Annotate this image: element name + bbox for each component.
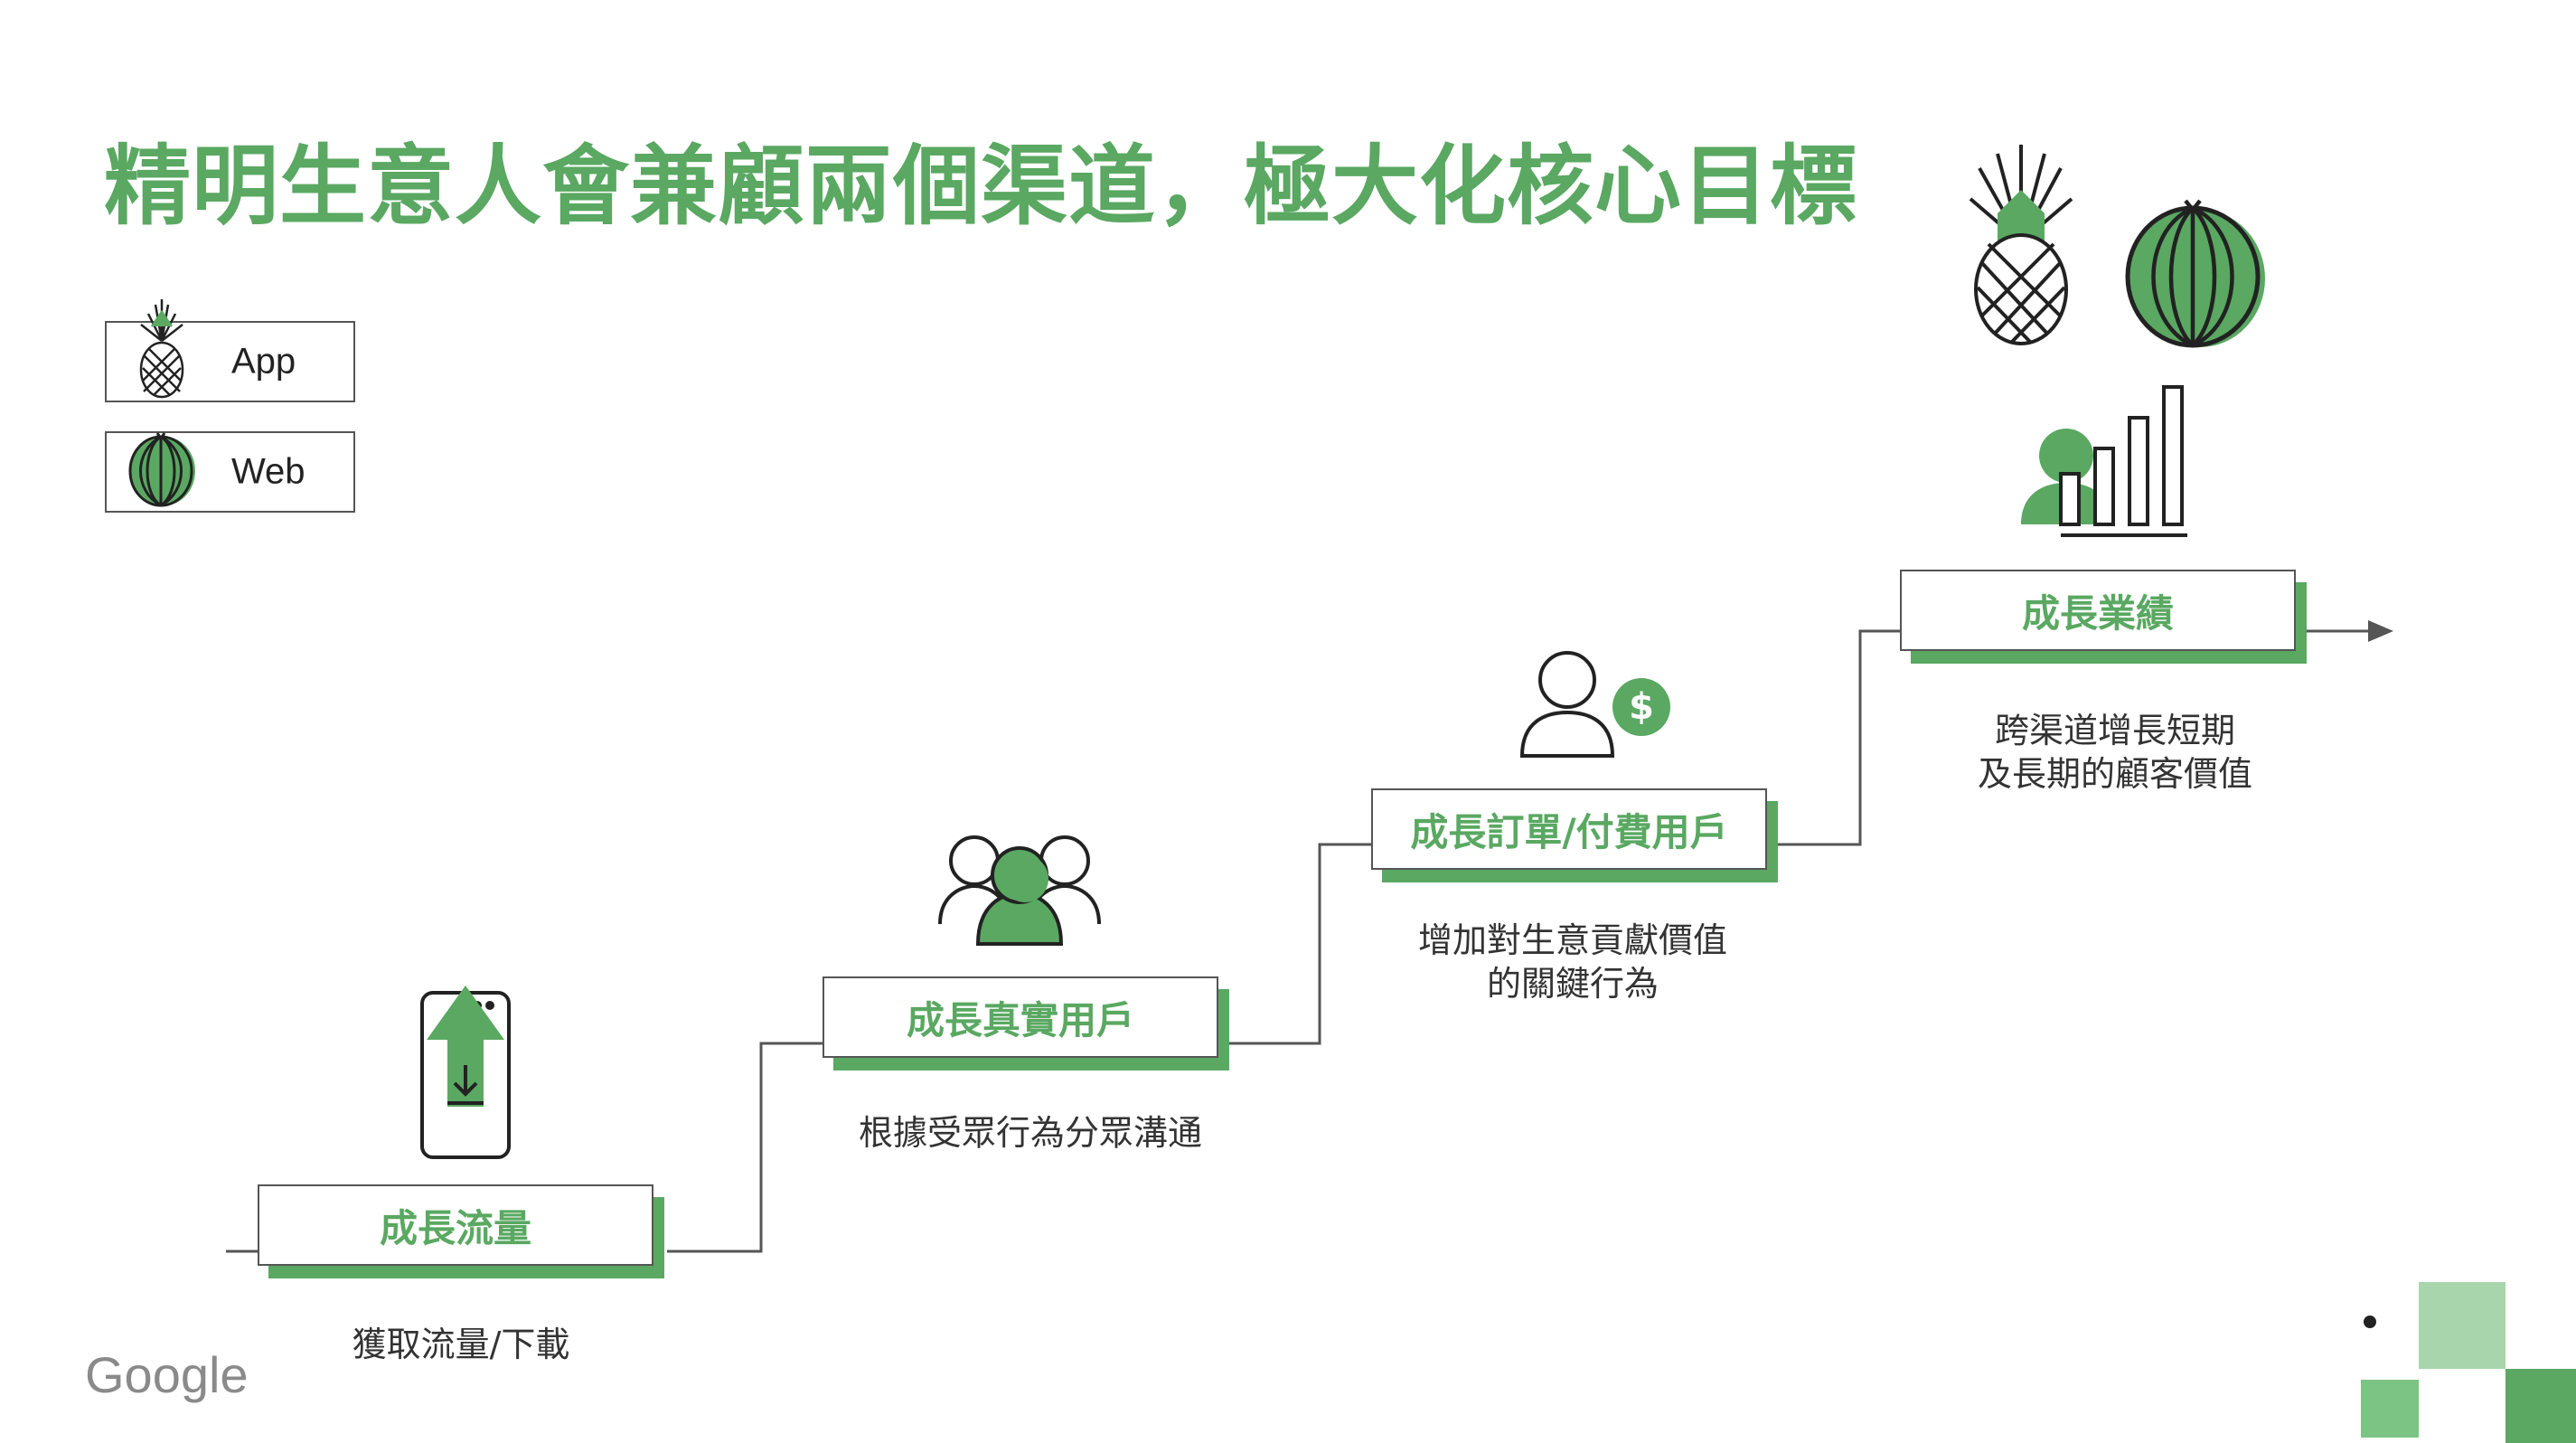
arrow-head [2368, 620, 2393, 642]
legend-app-label: App [231, 341, 296, 382]
google-logo: Google [85, 1346, 249, 1403]
step-revenue: 成長業績 [1900, 570, 2307, 664]
step-real-users-label: 成長真實用戶 [906, 997, 1134, 1042]
step-revenue-desc: 跨渠道增長短期 及長期的顧客價值 [1977, 711, 2252, 794]
page-title: 精明生意人會兼顧兩個渠道，極大化核心目標 [104, 136, 1857, 237]
step-orders-desc: 增加對生意貢獻價值 的關鍵行為 [1417, 920, 1727, 1004]
step-traffic: 成長流量 [258, 1184, 664, 1278]
legend-app: App [105, 299, 355, 402]
step-traffic-desc: 獲取流量/下載 [352, 1325, 570, 1364]
legend-web-label: Web [231, 451, 306, 492]
watermelon-icon [128, 432, 195, 507]
step-traffic-label: 成長流量 [379, 1205, 531, 1250]
step-orders-label: 成長訂單/付費用戶 [1410, 809, 1728, 854]
step-orders: 成長訂單/付費用戶 [1371, 788, 1778, 882]
step-real-users: 成長真實用戶 [823, 976, 1229, 1070]
pineapple-icon [139, 299, 184, 399]
step-revenue-label: 成長業績 [2021, 590, 2174, 636]
dollar-icon: $ [1629, 686, 1654, 728]
legend-web: Web [105, 431, 355, 513]
step-real-users-desc: 根據受眾行為分眾溝通 [858, 1113, 1202, 1153]
